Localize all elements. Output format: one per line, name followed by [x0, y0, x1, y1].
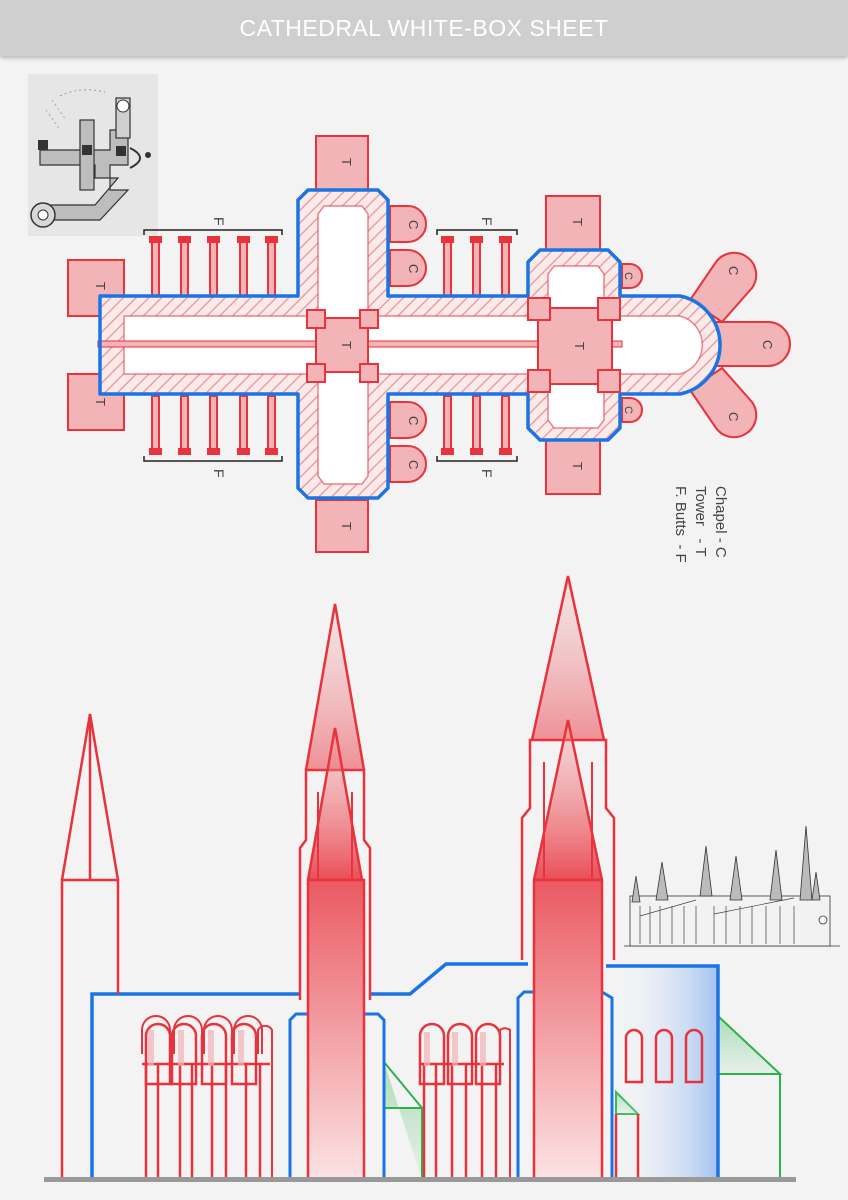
chapel-label-8: C	[760, 340, 775, 349]
chapel-label-6: C	[622, 406, 634, 414]
left-windows	[141, 1015, 273, 1180]
reference-plan-thumbnail	[28, 74, 158, 236]
tower-label-north-transept: T	[339, 158, 354, 166]
right-main-tower	[520, 575, 616, 1182]
reference-elevation-thumbnail	[624, 825, 840, 947]
ground-line	[44, 1177, 796, 1182]
plan-towers	[67, 135, 601, 553]
sheet-header: CATHEDRAL WHITE-BOX SHEET	[0, 0, 848, 56]
chapel-label-7: C	[726, 266, 741, 275]
transept-chapels	[389, 205, 643, 483]
buttress-label-upper-left: F	[211, 217, 227, 226]
tower-label-crossing: T	[339, 341, 354, 349]
right-windows	[614, 1028, 704, 1180]
plan-blue-outline	[98, 188, 722, 500]
buttress-brackets	[143, 229, 518, 462]
chapel-label-2: C	[406, 264, 421, 273]
chapel-label-3: C	[406, 416, 421, 425]
tower-label-south-transept: T	[339, 522, 354, 530]
legend-item-tower: Tower - T	[692, 486, 709, 557]
chapel-label-1: C	[406, 220, 421, 229]
tower-label-west-north: T	[93, 282, 108, 290]
legend: Chapel - C Tower - T F. Butts - F	[672, 486, 729, 563]
west-spire	[60, 713, 120, 1180]
crossing-tower	[306, 309, 379, 383]
buttress-label-lower-right: F	[479, 469, 495, 478]
legend-item-buttress: F. Butts - F	[672, 486, 689, 563]
tower-label-west-south: T	[93, 398, 108, 406]
tower-label-east-crossing: T	[572, 342, 587, 350]
tower-label-east-north: T	[570, 218, 585, 226]
apse-chapels	[688, 251, 791, 439]
buttress-label-upper-right: F	[479, 217, 495, 226]
left-main-tower	[298, 603, 372, 1182]
tower-label-east-south: T	[570, 462, 585, 470]
elevation-blue-outline	[90, 962, 720, 1180]
sheet-title: CATHEDRAL WHITE-BOX SHEET	[239, 15, 609, 41]
east-crossing-tower	[527, 297, 621, 393]
chapel-label-5: C	[622, 272, 634, 280]
buttress-label-lower-left: F	[211, 469, 227, 478]
chapel-label-4: C	[406, 460, 421, 469]
legend-item-chapel: Chapel - C	[712, 486, 729, 558]
floor-plan: F F F F C C C C C C C C	[67, 135, 791, 553]
chapel-label-9: C	[726, 412, 741, 421]
elevation	[44, 575, 796, 1182]
middle-windows	[418, 1022, 511, 1180]
